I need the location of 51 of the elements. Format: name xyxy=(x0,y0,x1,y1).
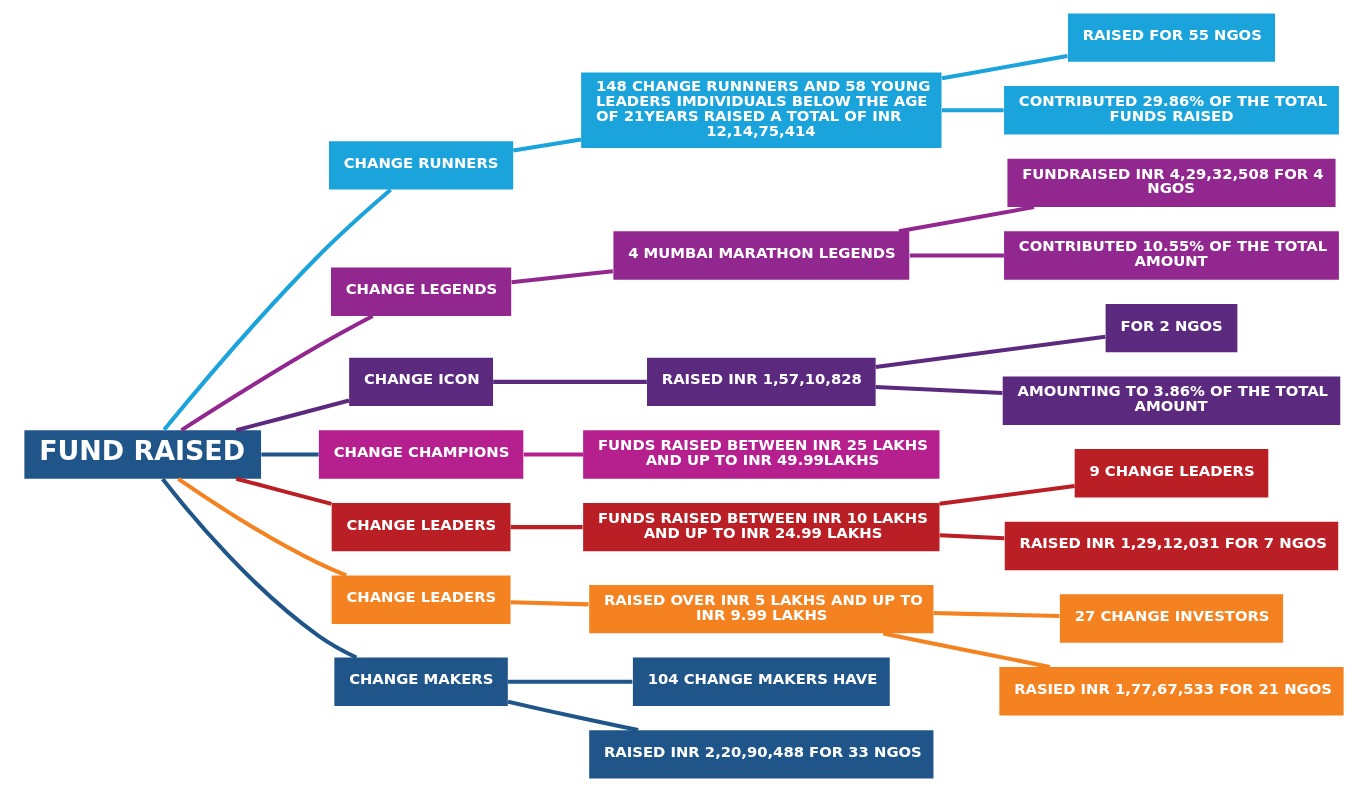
node-box: RAISED INR 1,29,12,031 FOR 7 NGOS xyxy=(1004,521,1338,571)
connector xyxy=(874,334,1106,369)
node-box: 104 CHANGE MAKERS HAVE xyxy=(632,657,890,706)
node-box: CHANGE LEGENDS xyxy=(330,267,511,316)
connector xyxy=(260,452,319,457)
node-box: 148 CHANGE RUNNNERS AND 58 YOUNG LEADERS IMDIVIDUALS BELOW THE AGE OF 21YEARS RAISED A TOTAL OF INR 12,14,75,414 xyxy=(580,72,942,148)
node-box: FUND RAISED xyxy=(23,430,261,479)
connector xyxy=(510,600,589,607)
node-box: 9 CHANGE LEADERS xyxy=(1074,449,1268,498)
node-box: CONTRIBUTED 29.86% OF THE TOTAL FUNDS RAISED xyxy=(1003,86,1339,135)
connector xyxy=(510,525,583,530)
node-box: CHANGE ICON xyxy=(348,357,493,407)
node-box: FUNDS RAISED BETWEEN INR 25 LAKHS AND UP TO INR 49.99LAKHS xyxy=(582,430,939,479)
connector xyxy=(235,476,332,506)
connector xyxy=(162,188,392,432)
connector xyxy=(882,631,1050,669)
connector xyxy=(507,699,639,733)
connector xyxy=(492,379,647,384)
connector xyxy=(909,253,1004,258)
connector xyxy=(941,108,1004,113)
node-box: FUNDS RAISED BETWEEN INR 10 LAKHS AND UP TO INR 24.99 LAKHS xyxy=(582,502,939,552)
connector xyxy=(512,137,581,153)
connector xyxy=(933,611,1059,619)
connector xyxy=(510,269,613,285)
connector xyxy=(898,205,1034,234)
connector xyxy=(939,533,1004,541)
node-box: RAISED OVER INR 5 LAKHS AND UP TO INR 9.99 LAKHS xyxy=(588,584,933,634)
node-box: AMOUNTING TO 3.86% OF THE TOTAL AMOUNT xyxy=(1002,376,1340,425)
node-box: CHANGE MAKERS xyxy=(333,657,508,706)
node-box: RAISED FOR 55 NGOS xyxy=(1067,13,1275,62)
node-box: 27 CHANGE INVESTORS xyxy=(1059,594,1283,643)
connector xyxy=(523,452,583,457)
connector xyxy=(938,483,1075,506)
node-box: RAISED INR 1,57,10,828 xyxy=(646,357,876,407)
node-box: CONTRIBUTED 10.55% OF THE TOTAL AMOUNT xyxy=(1003,231,1339,280)
node-box: CHANGE LEADERS xyxy=(331,502,510,552)
connector xyxy=(160,477,357,660)
node-box: RAISED INR 2,20,90,488 FOR 33 NGOS xyxy=(588,730,933,779)
node-box: FOR 2 NGOS xyxy=(1105,303,1237,353)
node-box: CHANGE CHAMPIONS xyxy=(318,430,523,479)
connector xyxy=(507,679,632,684)
connector xyxy=(176,477,347,578)
node-box: RASIED INR 1,77,67,533 FOR 21 NGOS xyxy=(998,667,1344,716)
connector xyxy=(941,53,1068,81)
connector xyxy=(235,398,350,433)
connector xyxy=(179,314,374,432)
node-box: CHANGE LEADERS xyxy=(331,575,510,624)
node-box: 4 MUMBAI MARATHON LEGENDS xyxy=(612,231,909,280)
connector xyxy=(875,385,1002,395)
node-box: FUNDRAISED INR 4,29,32,508 FOR 4 NGOS xyxy=(1006,158,1336,208)
node-box: CHANGE RUNNERS xyxy=(328,141,513,190)
